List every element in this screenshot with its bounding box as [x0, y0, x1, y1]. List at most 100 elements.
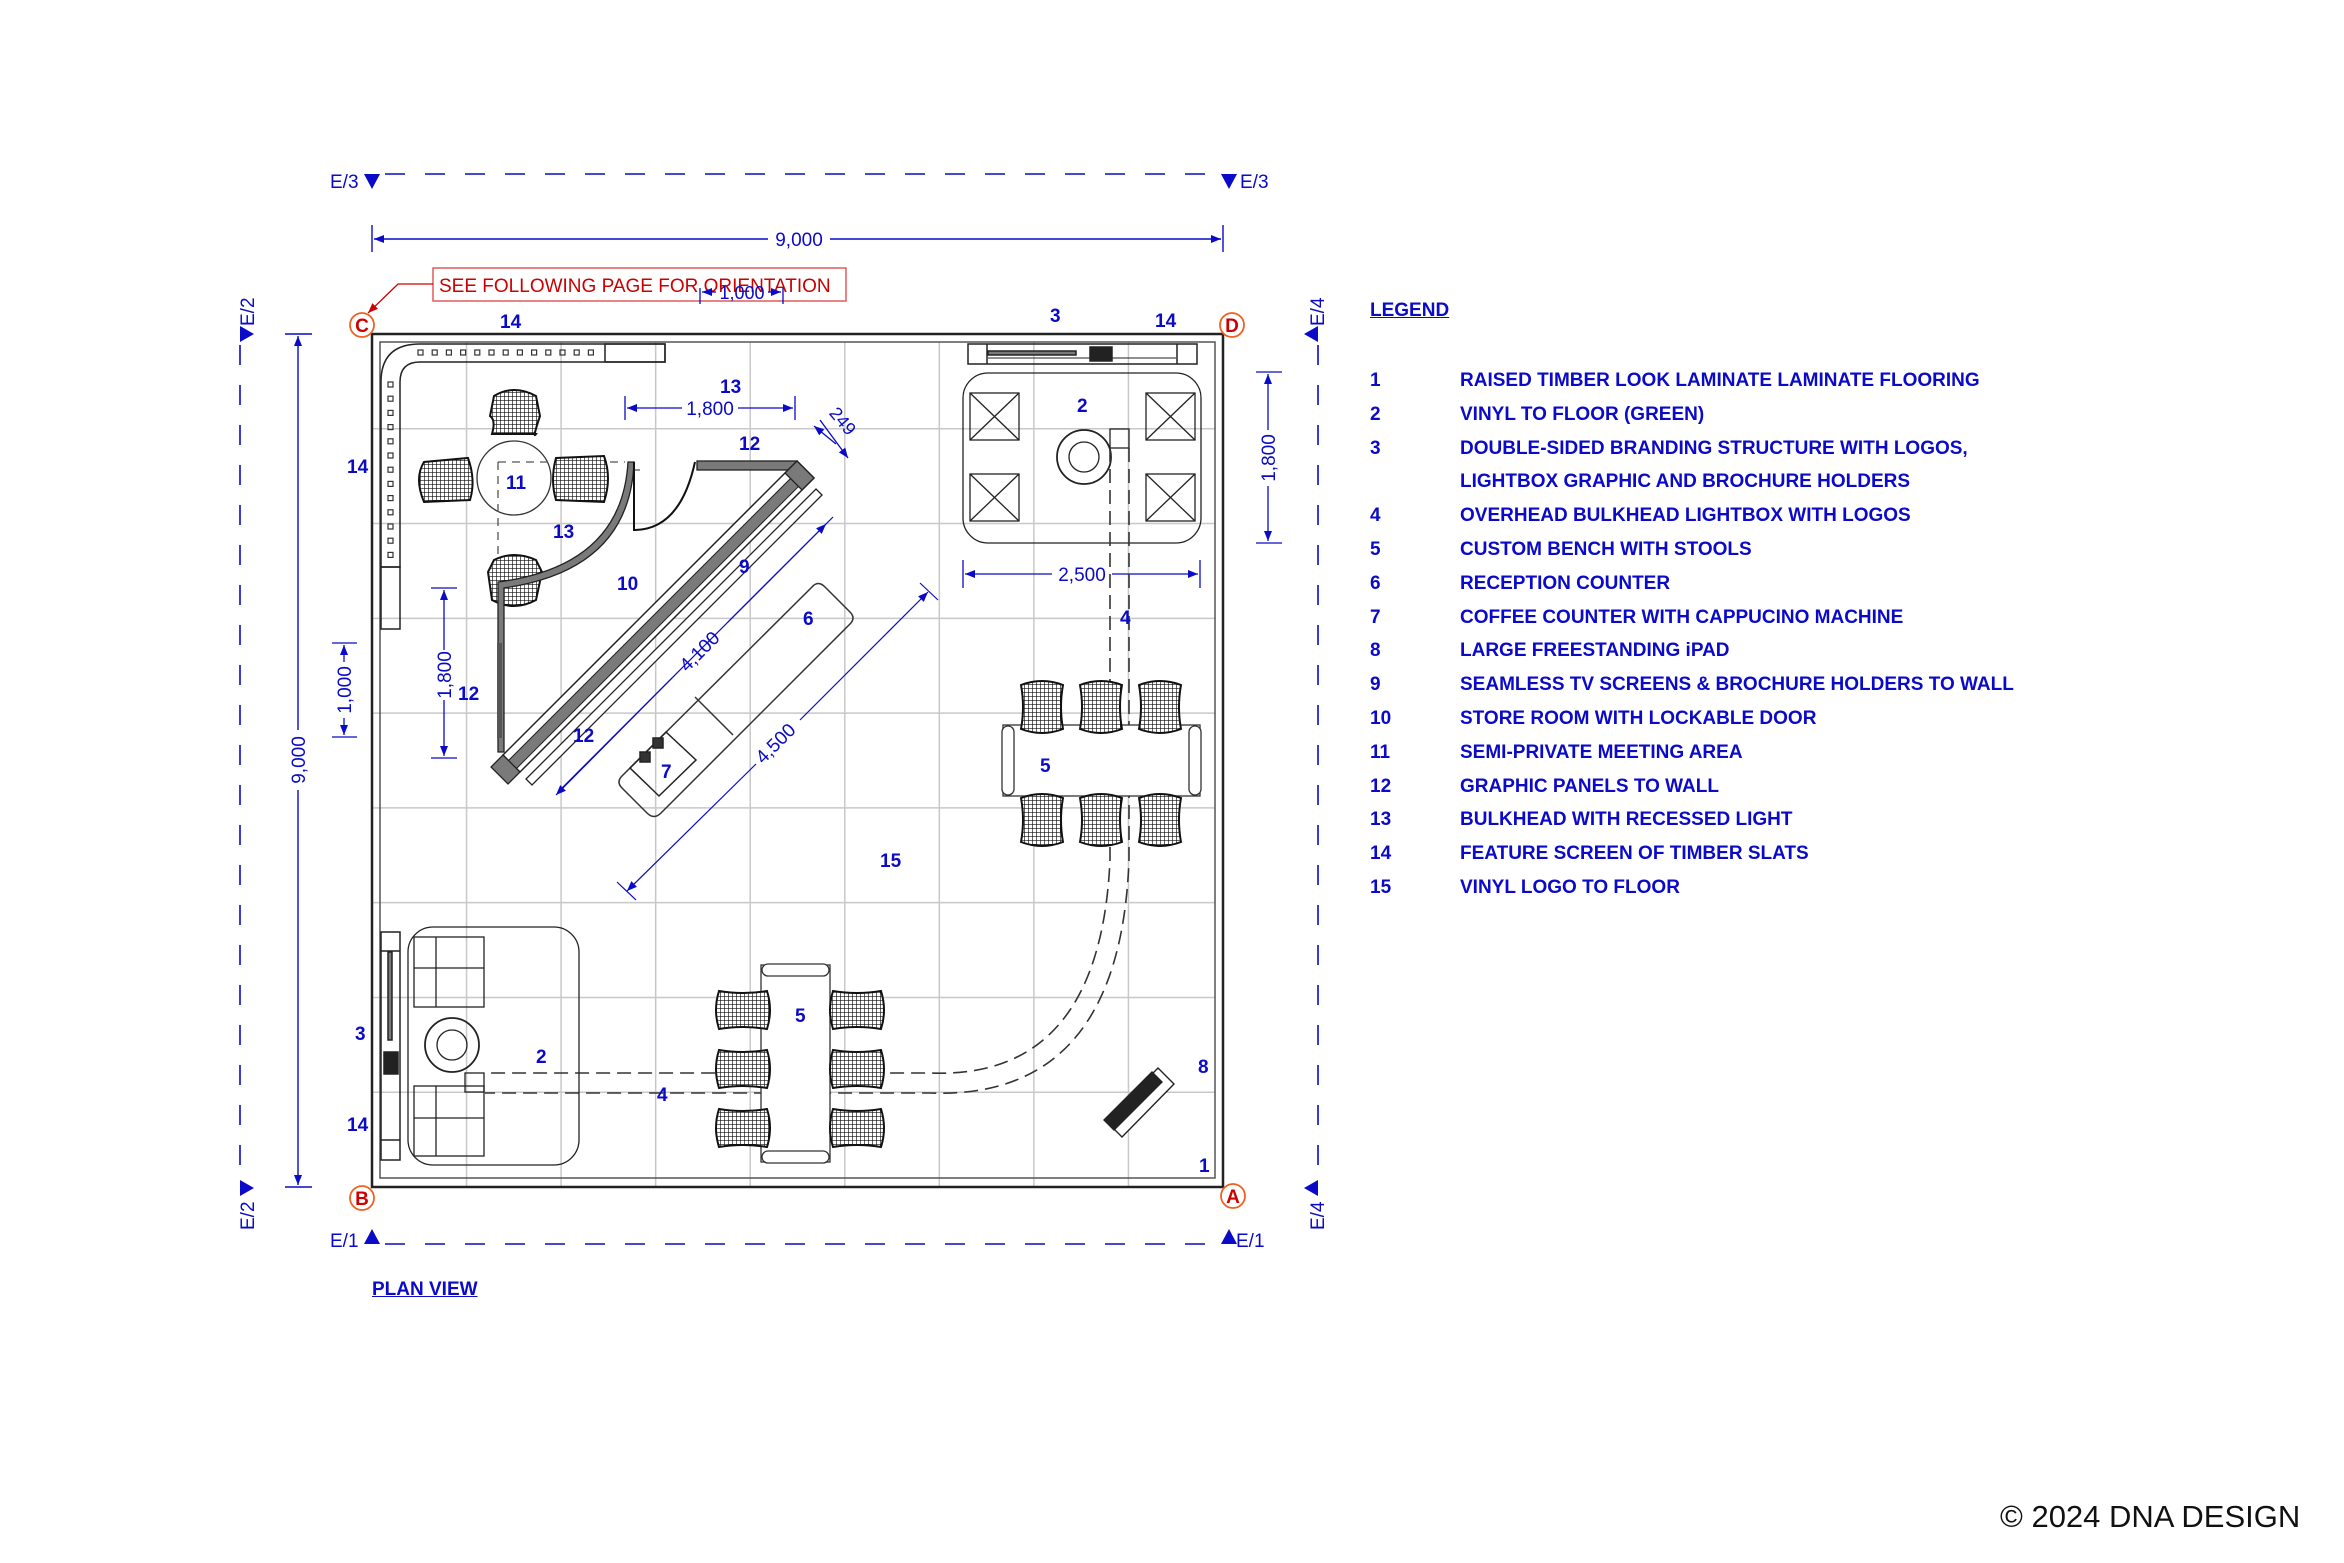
legend-item-text: BULKHEAD WITH RECESSED LIGHT [1460, 809, 1793, 831]
timber-slat [460, 349, 467, 356]
stool [1019, 680, 1065, 734]
label-14-top-right: 14 [1155, 311, 1177, 332]
legend-item-number: 14 [1370, 843, 1392, 865]
timber-slat [387, 466, 394, 473]
elevation-marker-top-right-icon [1221, 174, 1237, 189]
timber-slat [502, 349, 509, 356]
legend-item-number: 9 [1370, 674, 1381, 696]
stool [829, 1048, 885, 1090]
bulkhead-13-width-value: 1,800 [686, 399, 734, 420]
corner-marker-d: D [1219, 312, 1245, 338]
legend-item: 2 VINYL TO FLOOR (GREEN) [1370, 398, 2014, 432]
legend-item-number: 15 [1370, 876, 1392, 898]
elevation-label-bottom-right: E/1 [1236, 1231, 1265, 1252]
stool [1078, 793, 1124, 847]
legend-item-text: VINYL LOGO TO FLOOR [1460, 876, 1680, 898]
label-3-left: 3 [355, 1024, 366, 1045]
meeting-chair-right [552, 454, 609, 504]
counter-length-value: 4,500 [752, 720, 800, 768]
stool [1078, 680, 1124, 734]
legend-item-number: 10 [1370, 707, 1392, 729]
bench-stools-bottom [715, 989, 885, 1149]
legend-item-text: GRAPHIC PANELS TO WALL [1460, 775, 1719, 797]
lounge-depth-value: 1,800 [1259, 434, 1280, 482]
lounge-armchair [969, 392, 1196, 522]
bulkhead-13-dimension [624, 396, 796, 420]
elevation-arrows [240, 174, 1318, 1244]
meeting-chair-top [488, 389, 542, 437]
timber-slat [387, 495, 394, 502]
left-panel-length-value: 1,000 [335, 666, 356, 714]
svg-text:D: D [1225, 316, 1239, 337]
timber-slat [387, 381, 394, 388]
legend-item-number: 13 [1370, 809, 1392, 831]
timber-slat [516, 349, 524, 356]
elevation-marker-bottom-right-icon [1221, 1229, 1237, 1244]
store-room-walls [490, 459, 823, 786]
legend-item-text: VINYL TO FLOOR (GREEN) [1460, 403, 1705, 425]
elevation-marker-left-top-icon [240, 326, 254, 342]
timber-slat [431, 349, 438, 356]
legend-item: 12 GRAPHIC PANELS TO WALL [1370, 770, 2014, 804]
corner-marker-c: C [349, 312, 375, 338]
legend-item-text: SEMI-PRIVATE MEETING AREA [1460, 741, 1743, 763]
label-14-left: 14 [347, 457, 369, 478]
orientation-note: SEE FOLLOWING PAGE FOR ORIENTATION [367, 267, 847, 314]
legend-item-number [1370, 465, 1460, 499]
label-13-mid: 13 [553, 522, 574, 543]
label-2-bottom: 2 [536, 1047, 547, 1068]
left-panel-dimension [332, 642, 357, 738]
label-3-top: 3 [1050, 306, 1061, 327]
legend-item-text: LARGE FREESTANDING iPAD [1460, 640, 1730, 662]
elevation-label-right-bottom: E/4 [1308, 1201, 1329, 1230]
legend-item: 9 SEAMLESS TV SCREENS & BROCHURE HOLDERS … [1370, 668, 2014, 702]
lounge-width-dimension [962, 560, 1201, 588]
timber-slat [587, 349, 595, 356]
timber-slats [387, 349, 595, 559]
bench-bottom [760, 963, 831, 1164]
label-15: 15 [880, 851, 902, 872]
corner-marker-b: B [349, 1185, 375, 1211]
legend-title: LEGEND [1370, 300, 1450, 321]
elevation-label-top-right: E/3 [1240, 172, 1269, 193]
legend-item-number: 12 [1370, 775, 1392, 797]
timber-slat [387, 395, 394, 402]
label-14-top: 14 [500, 312, 522, 333]
copyright-notice: © 2024 DNA DESIGN [2000, 1499, 2301, 1534]
legend-item-text: LIGHTBOX GRAPHIC AND BROCHURE HOLDERS [1460, 471, 1911, 493]
label-4-bottom: 4 [657, 1085, 668, 1106]
timber-slat [559, 349, 566, 356]
lounge-side-table [1056, 429, 1112, 485]
label-12-diag: 12 [573, 726, 594, 747]
coffee-machine [628, 730, 698, 798]
timber-slat [530, 349, 538, 356]
stool [829, 1107, 885, 1149]
label-4-right: 4 [1120, 608, 1131, 629]
overall-depth-dimension [285, 333, 312, 1188]
store-room-door [633, 461, 696, 532]
legend-item-number: 3 [1370, 437, 1381, 459]
legend-item-text: SEAMLESS TV SCREENS & BROCHURE HOLDERS T… [1460, 674, 2014, 696]
stool [1137, 680, 1183, 734]
elevation-label-bottom-left: E/1 [330, 1231, 359, 1252]
overall-width-value: 9,000 [775, 230, 823, 251]
legend-item: 13 BULKHEAD WITH RECESSED LIGHT [1370, 803, 2014, 837]
booth-outer-boundary [370, 332, 1225, 1189]
timber-slat [387, 537, 394, 544]
branding-structure-top [967, 343, 1198, 365]
timber-slat [387, 452, 394, 459]
legend-item-text: DOUBLE-SIDED BRANDING STRUCTURE WITH LOG… [1460, 437, 1968, 459]
elevation-marker-bottom-left-icon [364, 1229, 380, 1244]
label-1: 1 [1199, 1156, 1210, 1177]
lounge-area-top [962, 372, 1202, 544]
legend-item-text: RECEPTION COUNTER [1460, 572, 1671, 594]
timber-slat [488, 349, 495, 356]
legend-item: 15 VINYL LOGO TO FLOOR [1370, 871, 2014, 905]
label-6: 6 [803, 609, 814, 630]
legend-item-number: 2 [1370, 403, 1381, 425]
